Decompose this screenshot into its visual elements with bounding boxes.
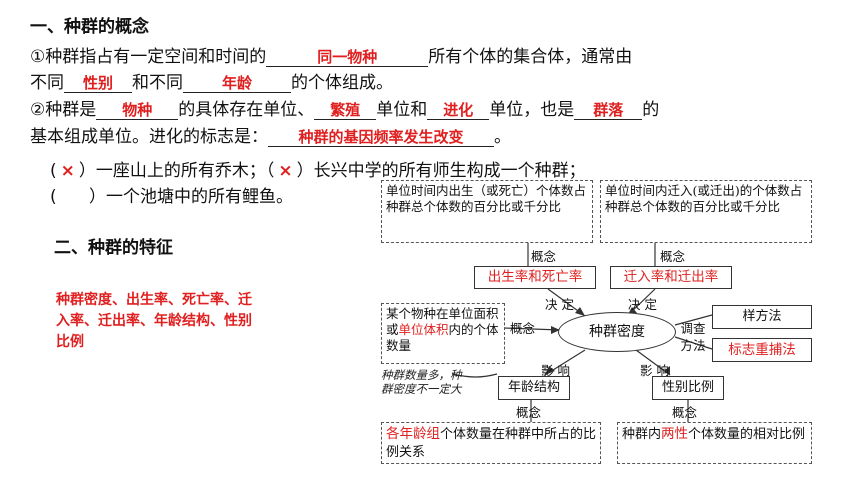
text: 和不同 xyxy=(132,73,183,93)
paren: ( xyxy=(50,161,57,181)
blank-species: 物种 xyxy=(96,101,179,120)
text: ）一座山上的所有乔木；（ xyxy=(78,161,275,181)
blank-community: 群落 xyxy=(574,101,643,120)
blank-sex: 性别 xyxy=(64,74,132,93)
text: 某个物种在单位面积或 xyxy=(386,306,499,337)
blank-age: 年龄 xyxy=(183,74,291,93)
blank-evolution-mark: 种群的基因频率发生改变 xyxy=(268,128,494,147)
text: 个体数量在种群中所占的比例关系 xyxy=(386,427,597,460)
population-density-node: 种群密度 xyxy=(558,312,676,352)
two-sexes-fill: 两性 xyxy=(661,426,689,442)
text: 所有个体的集合体，通常由 xyxy=(428,47,633,67)
text: 内的个体数量 xyxy=(386,322,499,353)
text: 单位和 xyxy=(376,100,428,120)
age-definition-box: 各年龄组个体数量在种群中所占的比例关系 xyxy=(381,422,601,464)
section1-heading: 一、种群的概念 xyxy=(30,17,149,37)
birth-death-definition-box: 单位时间内出生（或死亡）个体数占种群总个体数的百分比或千分比 xyxy=(381,180,593,243)
judgement-line-2: ( ）一个池塘中的所有鲤鱼。 xyxy=(50,187,294,207)
section2-heading: 二、种群的特征 xyxy=(54,238,173,258)
decide-label-1: 决定 xyxy=(545,297,579,312)
quadrat-method-box: 样方法 xyxy=(712,305,812,329)
text: ②种群是 xyxy=(30,100,97,120)
concept-label-1: 概念 xyxy=(531,249,557,264)
decide-label-2: 决定 xyxy=(628,297,662,312)
age-structure-box: 年龄结构 xyxy=(498,376,570,400)
migration-rate: 迁入率和迁出率 xyxy=(623,269,719,285)
concept-label-5: 概念 xyxy=(672,405,698,420)
judgement-line-1: (×）一座山上的所有乔木；（×）长兴中学的所有师生构成一个种群； xyxy=(50,156,586,181)
text: 的具体存在单位、 xyxy=(178,100,315,120)
concept-line-1: ①种群指占有一定空间和时间的同一物种所有个体的集合体，通常由 xyxy=(30,42,632,67)
birth-death-rate: 出生率和死亡率 xyxy=(487,269,583,285)
influence-label-1: 影响 xyxy=(541,363,575,378)
text: 单位，也是 xyxy=(489,100,575,120)
text: 个体数量的相对比例 xyxy=(688,427,806,442)
blank-reproduction: 繁殖 xyxy=(314,101,377,120)
concept-line-4: 基本组成单位。进化的标志是：种群的基因频率发生改变。 xyxy=(30,122,511,147)
blank-same-species: 同一物种 xyxy=(266,48,429,67)
sex-definition-box: 种群内两性个体数量的相对比例 xyxy=(617,422,812,464)
text: ）长兴中学的所有师生构成一个种群； xyxy=(296,161,586,181)
influence-label-2: 影响 xyxy=(640,363,674,378)
text: 种群内 xyxy=(622,427,662,442)
migration-rate-box: 迁入率和迁出率 xyxy=(610,266,732,289)
mark-recapture-box: 标志重捕法 xyxy=(712,338,812,362)
characteristics-answer: 种群密度、出生率、死亡率、迁入率、迁出率、年龄结构、性别比例 xyxy=(56,292,252,350)
text: 基本组成单位。进化的标志是： xyxy=(30,127,268,147)
birth-death-rate-box: 出生率和死亡率 xyxy=(474,266,596,289)
concept-label-4: 概念 xyxy=(516,405,542,420)
mark-cross-1: × xyxy=(60,161,75,181)
concept-label-2: 概念 xyxy=(660,249,686,264)
text: 的 xyxy=(642,100,660,120)
text: 。 xyxy=(494,127,511,147)
blank-evolution: 进化 xyxy=(427,101,490,120)
text: 的个体组成。 xyxy=(291,73,393,93)
density-definition-box: 某个物种在单位面积或单位体积内的个体数量 xyxy=(381,303,505,364)
concept-label-3: 概念 xyxy=(510,321,536,336)
concept-line-3: ②种群是物种的具体存在单位、繁殖单位和进化单位，也是群落的 xyxy=(30,95,659,120)
mark-cross-2: × xyxy=(278,161,293,181)
age-group-fill: 各年龄组 xyxy=(386,426,440,442)
text: 不同 xyxy=(30,73,64,93)
handwritten-note: 种群数量多，种群密度不一定大 xyxy=(381,368,462,396)
mark-recapture-method: 标志重捕法 xyxy=(728,342,796,358)
text: ①种群指占有一定空间和时间的 xyxy=(30,47,267,67)
migration-definition-box: 单位时间内迁入(或迁出)的个体数占种群总个体数的百分比或千分比 xyxy=(600,180,812,243)
sex-ratio-box: 性别比例 xyxy=(652,376,724,400)
concept-line-2: 不同性别和不同年龄的个体组成。 xyxy=(30,68,393,93)
survey-method-label: 调查方法 xyxy=(680,321,706,353)
unit-volume-fill: 单位体积 xyxy=(398,322,449,337)
